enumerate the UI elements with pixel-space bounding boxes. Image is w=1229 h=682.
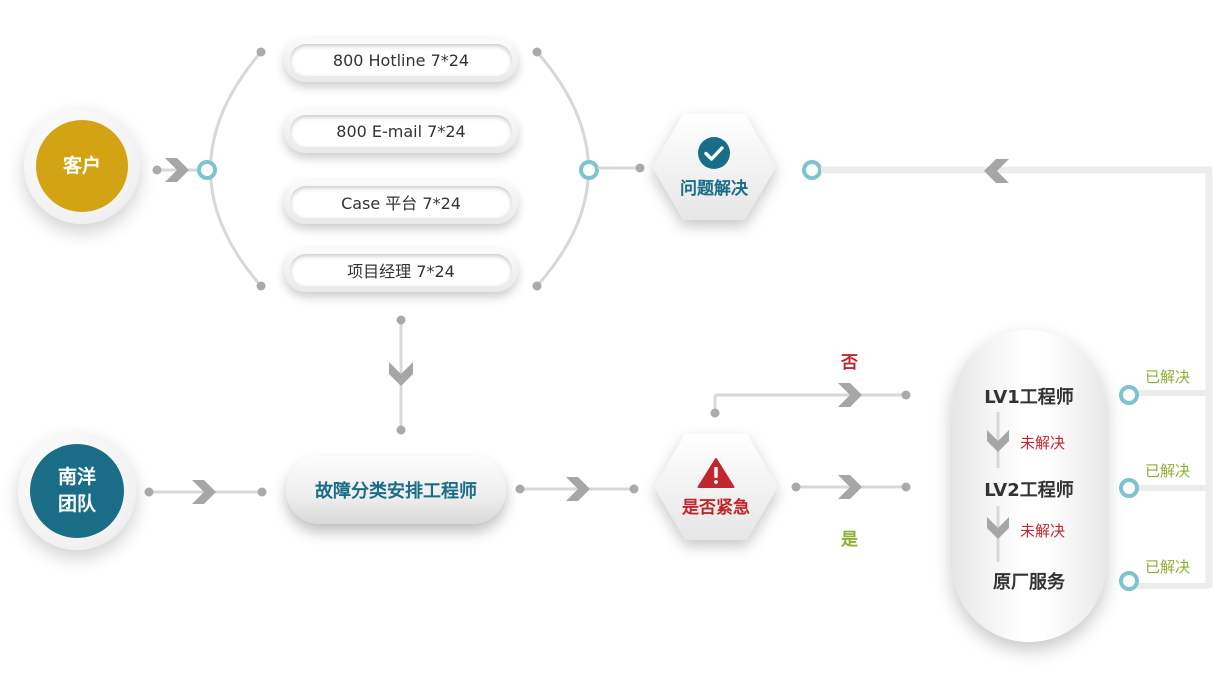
channel-label: 800 Hotline 7*24	[290, 44, 512, 76]
chevron-right-icon	[192, 480, 216, 504]
chevron-right-icon	[838, 383, 862, 407]
team-label-line1: 南洋	[57, 466, 96, 488]
resolved-label-2: 已解决	[1145, 462, 1191, 480]
urgent-hexagon: 是否紧急	[654, 434, 778, 540]
connector-dot	[257, 487, 267, 497]
connector-dot	[901, 390, 911, 400]
connector-ring	[579, 160, 599, 180]
connector-dot	[515, 484, 525, 494]
connector-dot	[396, 425, 406, 435]
team-node: 南洋 团队	[18, 432, 136, 550]
solved-hexagon: 问题解决	[652, 114, 776, 220]
team-label-line2: 团队	[57, 493, 96, 515]
channel-label: 项目经理 7*24	[290, 254, 512, 286]
bracket-end-dot	[256, 281, 266, 291]
channel-hotline: 800 Hotline 7*24	[284, 38, 518, 82]
bracket-end-dot	[532, 281, 542, 291]
customer-node: 客户	[24, 108, 140, 224]
connector-ring	[1119, 478, 1139, 498]
dispatch-node: 故障分类安排工程师	[286, 456, 506, 524]
urgent-node: 是否紧急	[654, 434, 778, 540]
connector-ring	[1119, 571, 1139, 591]
level-lv1: LV1工程师	[984, 387, 1074, 408]
channel-project-manager: 项目经理 7*24	[284, 248, 518, 292]
channel-email: 800 E-mail 7*24	[284, 109, 518, 153]
channel-case-platform: Case 平台 7*24	[284, 180, 518, 224]
check-circle-icon	[698, 136, 730, 169]
team-circle: 南洋 团队	[30, 444, 124, 538]
bracket-end-dot	[532, 47, 542, 57]
unresolved-label-2: 未解决	[1020, 522, 1066, 540]
channel-label: Case 平台 7*24	[290, 186, 512, 218]
decision-yes-label: 是	[841, 530, 858, 550]
solved-label: 问题解决	[680, 178, 748, 199]
urgent-label: 是否紧急	[682, 497, 750, 518]
left-bracket-arc	[209, 51, 263, 287]
customer-label: 客户	[62, 154, 101, 177]
chevron-right-icon	[838, 475, 862, 499]
resolved-label-1: 已解决	[1145, 368, 1191, 386]
connector-dot	[396, 315, 406, 325]
chevron-left-icon	[984, 159, 1009, 183]
decision-no-label: 否	[841, 353, 858, 373]
solved-node: 问题解决	[652, 114, 776, 220]
connector-dot	[791, 482, 801, 492]
level-lv2: LV2工程师	[984, 480, 1074, 501]
channel-label: 800 E-mail 7*24	[290, 115, 512, 147]
connector-dot	[144, 487, 154, 497]
unresolved-label-1: 未解决	[1020, 434, 1066, 452]
connector-dot	[635, 163, 645, 173]
connector-ring	[802, 160, 822, 180]
connector-dot	[901, 482, 911, 492]
connector-ring	[197, 160, 217, 180]
escalation-pill	[952, 330, 1106, 642]
chevron-right-icon	[165, 158, 189, 182]
connector-ring	[1119, 385, 1139, 405]
bracket-end-dot	[256, 47, 266, 57]
connector-dot	[152, 165, 162, 175]
resolved-label-3: 已解决	[1145, 558, 1191, 576]
connector-dot	[710, 408, 720, 418]
level-vendor: 原厂服务	[993, 572, 1065, 593]
chevron-down-icon	[389, 362, 413, 386]
customer-circle: 客户	[36, 120, 128, 212]
chevron-right-icon	[566, 477, 590, 501]
warning-triangle-icon	[697, 457, 735, 488]
connector-dot	[629, 484, 639, 494]
